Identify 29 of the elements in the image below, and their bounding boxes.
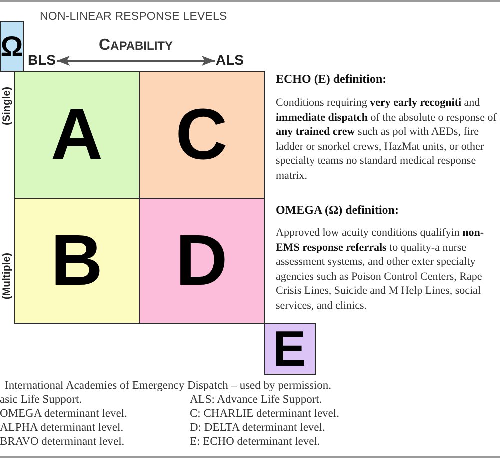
diagram-title: NON-LINEAR RESPONSE LEVELS xyxy=(40,11,228,23)
abbreviation-note: asic Life Support. xyxy=(0,394,82,407)
abbreviation-note: BRAVO determinant level. xyxy=(0,436,125,449)
level-square xyxy=(0,21,24,72)
scale-end-label: ALS xyxy=(216,53,244,68)
definition-text: Conditions requiring very early recogniti and immediate dispatch of the absolute o response of any trained crew such as pol with AEDs, fire ladder or snorkel crews, HazMat units, or other specialty teams no standard medical response matrix. xyxy=(276,96,498,183)
credit-line: International Academies of Emergency Dispatch – used by permission. xyxy=(5,380,332,393)
level-square xyxy=(138,198,265,324)
level-square xyxy=(264,322,316,374)
level-square xyxy=(14,198,140,324)
level-square xyxy=(14,71,140,200)
level-letter: C xyxy=(176,99,228,172)
level-letter: E xyxy=(272,324,306,374)
edge-label: CAPABILITY xyxy=(98,38,173,54)
scale-end-label: BLS xyxy=(28,53,56,68)
level-square xyxy=(138,71,265,200)
abbreviation-note: E: ECHO determinant level. xyxy=(190,436,320,449)
level-letter: D xyxy=(176,225,228,297)
definition-heading: OMEGA (Ω) definition: xyxy=(276,203,399,218)
abbreviation-note: OMEGA determinant level. xyxy=(0,408,128,421)
level-letter: B xyxy=(51,225,103,297)
abbreviation-note: ALPHA determinant level. xyxy=(0,422,124,435)
level-letter: Ω xyxy=(0,32,24,60)
abbreviation-note: C: CHARLIE determinant level. xyxy=(190,408,340,421)
abbreviation-note: D: DELTA determinant level. xyxy=(190,422,326,435)
definition-heading: ECHO (E) definition: xyxy=(276,72,387,87)
definition-text: Approved low acuity conditions qualifyin non-EMS response referrals to quality-a nurse assessment systems, and other exter specialty agencies such as Poison Control Centers, Rape Crisis Lines, Suicide and M Help Lines, social services, and clinics. xyxy=(276,226,486,313)
abbreviation-note: ALS: Advance Life Support. xyxy=(190,394,322,407)
level-letter: A xyxy=(51,99,103,172)
